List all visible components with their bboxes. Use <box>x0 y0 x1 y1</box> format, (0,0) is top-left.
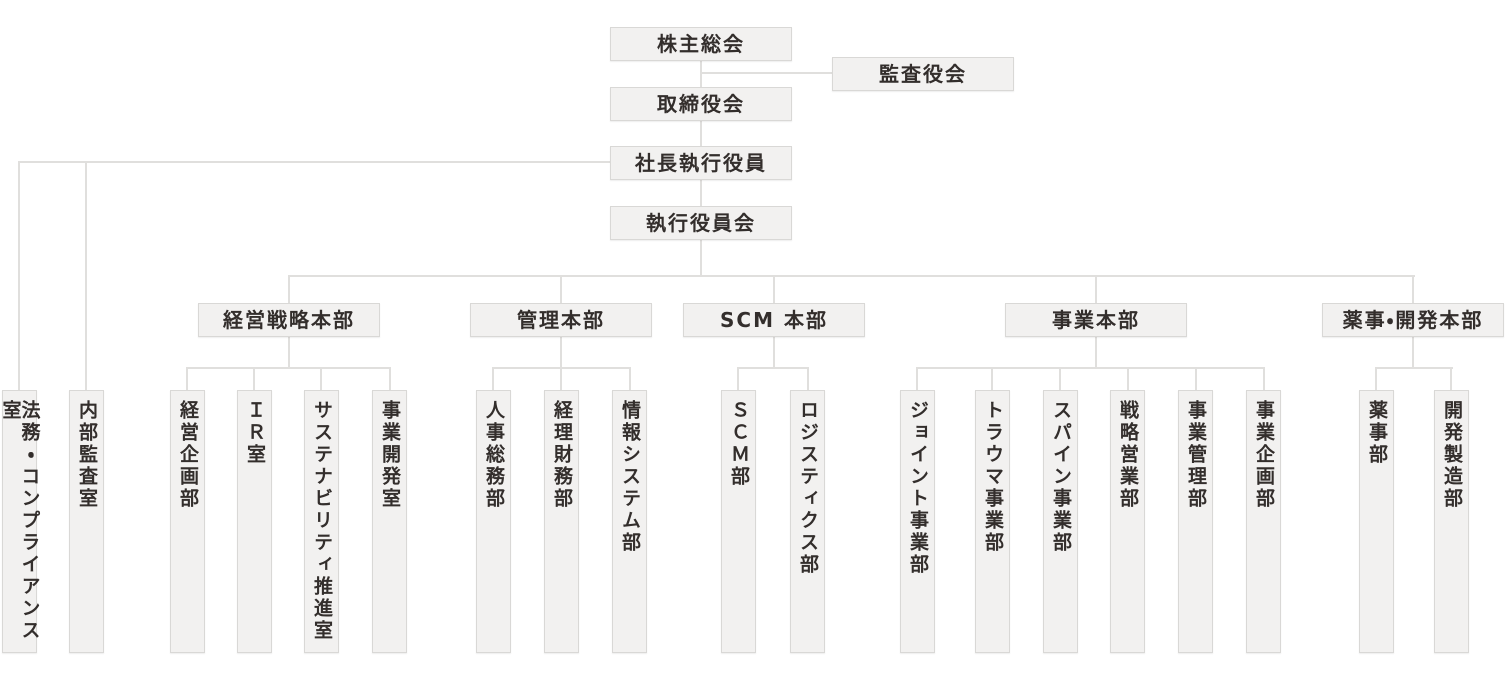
connector-drop-dept <box>560 369 562 390</box>
connector-president-to-exec-meeting <box>700 180 702 206</box>
connector-drop-dept <box>1127 369 1129 390</box>
office-legal-compliance: 法務・コンプライアンス室 <box>0 390 41 653</box>
connector-scm-children-horizontal <box>737 367 809 369</box>
division-regulatory-dev-hq: 薬事・開発本部 <box>1322 303 1504 337</box>
connector-drop-dept <box>991 369 993 390</box>
dept-logistics: ロジスティクス部 <box>790 390 825 653</box>
connector-drop-dept <box>320 369 322 390</box>
dept-hr-general-affairs: 人事総務部 <box>476 390 511 653</box>
connector-divisions-horizontal <box>288 275 1415 277</box>
dept-trauma-business: トラウマ事業部 <box>975 390 1010 653</box>
connector-exec-meeting-stem <box>700 240 702 277</box>
connector-stem-scm <box>773 337 775 369</box>
office-internal-audit: 内部監査室 <box>69 390 104 653</box>
division-scm-hq: SCM 本部 <box>683 303 865 337</box>
node-shareholders-meeting: 株主総会 <box>610 27 792 61</box>
connector-admin-children-horizontal <box>492 367 631 369</box>
division-strategy-hq: 経営戦略本部 <box>198 303 380 337</box>
connector-drop-dept <box>1059 369 1061 390</box>
connector-to-audit-board <box>700 72 832 74</box>
connector-drop-dept <box>186 369 188 390</box>
dept-business-development: 事業開発室 <box>372 390 407 653</box>
dept-regulatory-affairs: 薬事部 <box>1359 390 1394 653</box>
node-executive-officers-meeting: 執行役員会 <box>610 206 792 240</box>
connector-stem-strategy <box>288 337 290 369</box>
connector-regulatory-dev-children-horizontal <box>1375 367 1453 369</box>
division-business-hq: 事業本部 <box>1005 303 1187 337</box>
node-board-of-directors: 取締役会 <box>610 87 792 121</box>
connector-drop-dept <box>1195 369 1197 390</box>
division-admin-hq: 管理本部 <box>470 303 652 337</box>
dept-joint-business: ジョイント事業部 <box>900 390 935 653</box>
dept-ir-office: ＩＲ室 <box>237 390 272 653</box>
connector-business-children-horizontal <box>916 367 1265 369</box>
node-audit-board: 監査役会 <box>832 57 1014 91</box>
connector-drop-dept <box>737 369 739 390</box>
connector-drop-dept <box>1375 369 1377 390</box>
connector-drop-internal-audit <box>85 161 87 390</box>
connector-drop-division-admin <box>560 277 562 303</box>
connector-drop-dept <box>916 369 918 390</box>
connector-drop-dept <box>629 369 631 390</box>
connector-drop-division-strategy <box>288 277 290 303</box>
connector-drop-dept <box>253 369 255 390</box>
dept-corporate-planning: 経営企画部 <box>170 390 205 653</box>
connector-drop-dept <box>492 369 494 390</box>
connector-president-staff-horizontal <box>18 161 610 163</box>
connector-drop-dept <box>389 369 391 390</box>
dept-development-manufacturing: 開発製造部 <box>1434 390 1469 653</box>
dept-business-planning: 事業企画部 <box>1246 390 1281 653</box>
dept-information-systems: 情報システム部 <box>612 390 647 653</box>
connector-drop-dept <box>1263 369 1265 390</box>
dept-strategic-sales: 戦略営業部 <box>1110 390 1145 653</box>
node-president-executive-officer: 社長執行役員 <box>610 146 792 180</box>
connector-shareholders-to-directors <box>700 61 702 87</box>
connector-drop-division-business <box>1095 277 1097 303</box>
dept-business-administration: 事業管理部 <box>1178 390 1213 653</box>
connector-directors-to-president <box>700 121 702 146</box>
connector-drop-division-scm <box>773 277 775 303</box>
connector-drop-division-regulatory-dev <box>1412 277 1414 303</box>
dept-accounting-finance: 経理財務部 <box>544 390 579 653</box>
connector-drop-dept <box>807 369 809 390</box>
dept-spine-business: スパイン事業部 <box>1043 390 1078 653</box>
dept-scm: ＳＣＭ部 <box>721 390 756 653</box>
connector-stem-business <box>1095 337 1097 369</box>
connector-stem-admin <box>560 337 562 369</box>
dept-sustainability-promotion: サステナビリティ推進室 <box>304 390 339 653</box>
connector-drop-legal-compliance <box>18 161 20 390</box>
connector-strategy-children-horizontal <box>186 367 391 369</box>
connector-drop-dept <box>1450 369 1452 390</box>
connector-stem-regulatory-dev <box>1412 337 1414 369</box>
